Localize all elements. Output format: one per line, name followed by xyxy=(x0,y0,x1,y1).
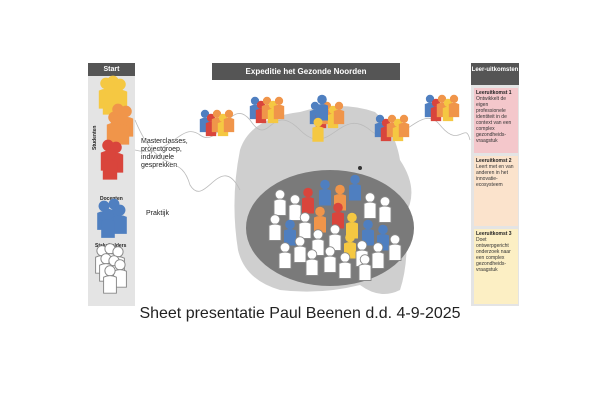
outcomes-header: Leer-uitkomsten xyxy=(471,63,519,85)
crowd-figure xyxy=(305,248,319,277)
stakeholder-figure xyxy=(102,264,118,295)
outcome-3-text: Doet ontwerpgericht onderzoek naar een c… xyxy=(476,237,511,273)
crowd-figure xyxy=(268,213,282,242)
student-figure xyxy=(114,113,130,145)
crowd-figure xyxy=(358,253,372,282)
crowd-figure xyxy=(319,179,331,206)
outcome-2-title: Leeruitkomst 2 xyxy=(476,158,512,164)
team-figure xyxy=(398,114,410,138)
teacher-figure xyxy=(113,204,127,234)
crowd-figure xyxy=(371,241,385,270)
team-figure xyxy=(273,96,285,120)
outcome-2-text: Leert met en van anderen in het innovati… xyxy=(476,164,514,188)
crowd-figure xyxy=(314,206,326,233)
crowd-figure xyxy=(363,191,377,220)
outcome-1-text: Ontwikkelt de eigen professionele identi… xyxy=(476,96,512,144)
crowd-figure xyxy=(273,188,287,217)
teacher-figure xyxy=(101,208,115,238)
masterclasses-annotation: Masterclasses, projectgroep, individuele… xyxy=(141,138,188,169)
crowd-figure xyxy=(323,245,337,274)
outcome-3-card: Leeruitkomst 3 Doet ontwerpgericht onder… xyxy=(474,229,518,304)
team-figure xyxy=(448,94,460,118)
teachers-label: Docenten xyxy=(100,196,123,202)
team-figure xyxy=(316,94,328,121)
caption: Sheet presentatie Paul Beenen d.d. 4-9-2… xyxy=(139,305,461,322)
outcome-3-title: Leeruitkomst 3 xyxy=(476,231,512,237)
student-figure xyxy=(102,148,118,180)
outcome-1-card: Leeruitkomst 1 Ontwikkelt de eigen profe… xyxy=(474,88,518,153)
crowd-figure xyxy=(298,211,312,240)
crowd-figure xyxy=(349,174,361,201)
praktijk-annotation: Praktijk xyxy=(146,210,169,217)
crowd-figure xyxy=(302,187,314,214)
team-figure xyxy=(223,109,235,133)
crowd-figure xyxy=(378,195,392,224)
crowd-figure xyxy=(338,251,352,280)
crowd-figure xyxy=(284,219,296,246)
team-figure xyxy=(312,117,324,142)
team-figure xyxy=(333,101,345,125)
start-header: Start xyxy=(88,63,135,76)
outcome-2-card: Leeruitkomst 2 Leert met en van anderen … xyxy=(474,156,518,226)
crowd-figure xyxy=(388,233,402,262)
crowd-figure xyxy=(288,193,302,222)
outcome-1-title: Leeruitkomst 1 xyxy=(476,90,512,96)
crowd-figure xyxy=(278,241,292,270)
crowd-figure xyxy=(293,235,307,264)
diagram-title: Expeditie het Gezonde Noorden xyxy=(212,63,400,80)
